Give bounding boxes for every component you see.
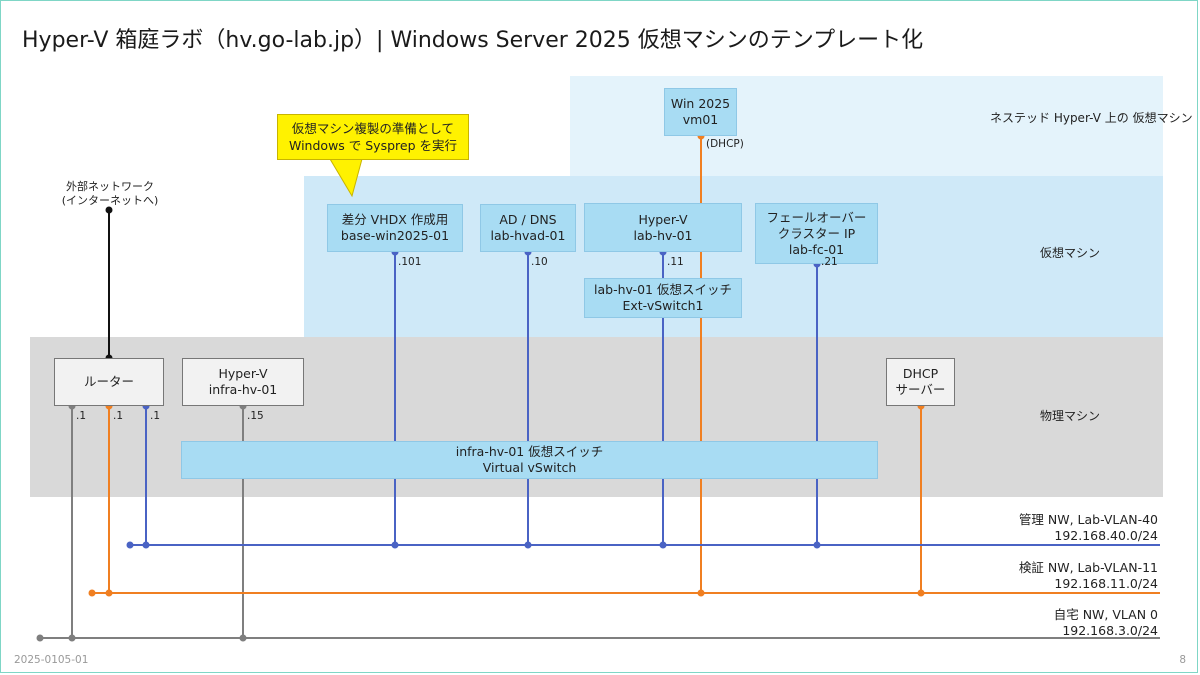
external-network-label: 外部ネットワーク (インターネットへ) bbox=[61, 180, 159, 207]
vm01-verify-dot bbox=[697, 589, 705, 597]
hv-mgmt-dot bbox=[659, 541, 667, 549]
lab-fc-box[interactable]: フェールオーバー クラスター IP lab-fc-01 bbox=[755, 203, 878, 264]
hv-ip-label: .11 bbox=[667, 256, 684, 268]
home-nw-label: 自宅 NW, VLAN 0 192.168.3.0/24 bbox=[1053, 607, 1158, 638]
mgmt-nw-end-dot bbox=[126, 541, 134, 549]
base-ip-label: .101 bbox=[398, 256, 422, 268]
base-win2025-box[interactable]: 差分 VHDX 作成用 base-win2025-01 bbox=[327, 204, 463, 252]
page-number: 8 bbox=[1179, 654, 1186, 666]
router-home-ip-label: .1 bbox=[76, 410, 87, 422]
vm01-box[interactable]: Win 2025 vm01 bbox=[664, 88, 737, 136]
document-id: 2025-0105-01 bbox=[14, 654, 89, 666]
infra-ip-label: .15 bbox=[247, 410, 264, 422]
sysprep-callout: 仮想マシン複製の準備として Windows で Sysprep を実行 bbox=[277, 114, 469, 160]
mgmt-nw-label: 管理 NW, Lab-VLAN-40 192.168.40.0/24 bbox=[1018, 512, 1158, 543]
zone-label-nested: ネステッド Hyper-V 上の 仮想マシン bbox=[990, 111, 1193, 125]
infra-home-dot bbox=[239, 634, 247, 642]
vm01-ip-label: (DHCP) bbox=[706, 138, 744, 150]
router-home-dot bbox=[68, 634, 76, 642]
dhcp-server-box[interactable]: DHCP サーバー bbox=[886, 358, 955, 406]
zone-label-vm: 仮想マシン bbox=[1039, 246, 1100, 260]
dhcp-verify-dot bbox=[917, 589, 925, 597]
zone-label-physical: 物理マシン bbox=[1039, 409, 1100, 423]
router-verify-ip-label: .1 bbox=[113, 410, 124, 422]
base-mgmt-dot bbox=[391, 541, 399, 549]
router-verify-dot bbox=[105, 589, 113, 597]
virtual-vswitch-box[interactable]: infra-hv-01 仮想スイッチ Virtual vSwitch bbox=[181, 441, 878, 479]
verify-nw-end-dot bbox=[88, 589, 96, 597]
lab-hv-box[interactable]: Hyper-V lab-hv-01 bbox=[584, 203, 742, 252]
router-box[interactable]: ルーター bbox=[54, 358, 164, 406]
ad-ip-label: .10 bbox=[531, 256, 548, 268]
fc-ip-label: .21 bbox=[821, 256, 838, 268]
ad-mgmt-dot bbox=[524, 541, 532, 549]
home-nw-end-dot bbox=[36, 634, 44, 642]
page-title: Hyper-V 箱庭ラボ（hv.go-lab.jp）| Windows Serv… bbox=[22, 28, 924, 53]
callout-tail bbox=[329, 158, 363, 198]
router-mgmt-ip-label: .1 bbox=[150, 410, 161, 422]
ext-vswitch-box[interactable]: lab-hv-01 仮想スイッチ Ext-vSwitch1 bbox=[584, 278, 742, 318]
infra-hv-box[interactable]: Hyper-V infra-hv-01 bbox=[182, 358, 304, 406]
lab-hvad-box[interactable]: AD / DNS lab-hvad-01 bbox=[480, 204, 576, 252]
external-link-dot bbox=[105, 206, 113, 214]
router-mgmt-dot bbox=[142, 541, 150, 549]
fc-mgmt-dot bbox=[813, 541, 821, 549]
verify-nw-label: 検証 NW, Lab-VLAN-11 192.168.11.0/24 bbox=[1018, 560, 1158, 591]
